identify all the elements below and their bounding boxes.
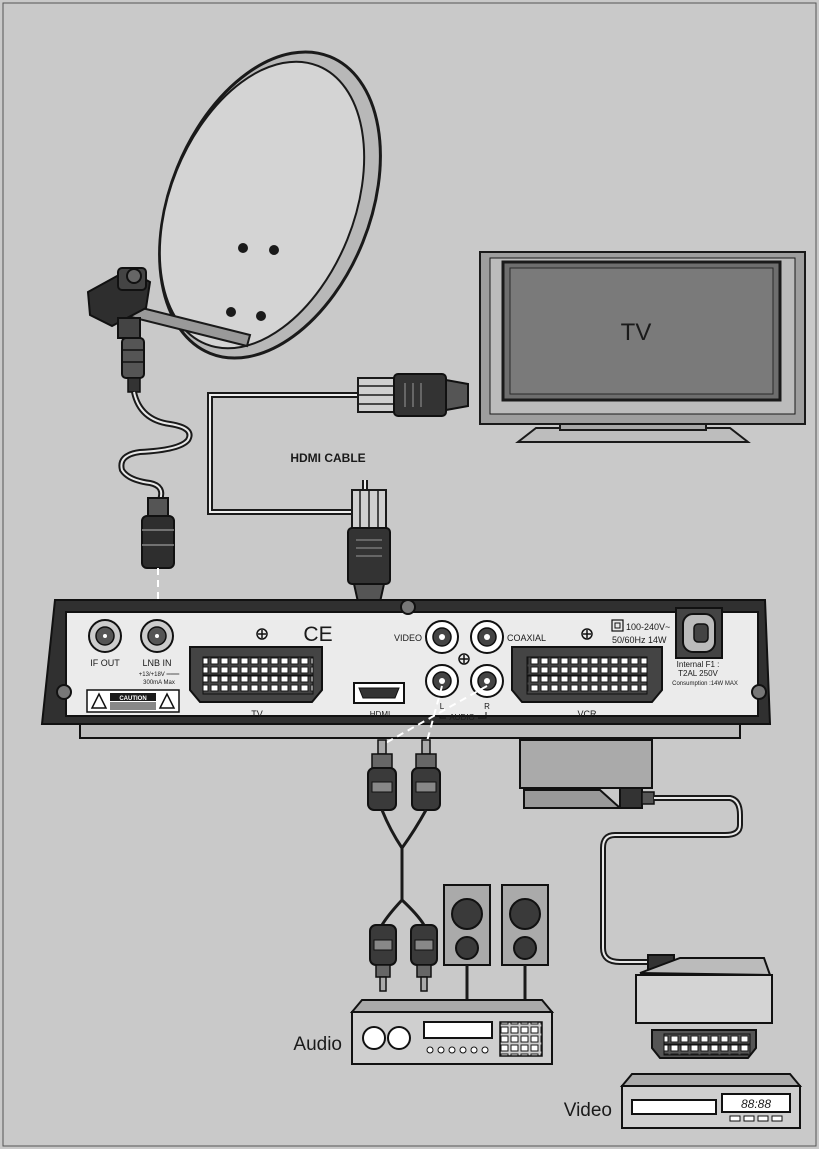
screw-icon (257, 629, 267, 639)
tv-scart-label: TV (251, 709, 263, 719)
tv-scart-port (190, 647, 322, 702)
screw-icon (582, 629, 592, 639)
hdmi-port (354, 683, 404, 703)
lnb-in-label: LNB IN (142, 658, 171, 668)
vcr-device (622, 1074, 800, 1128)
if-out-label: IF OUT (90, 658, 120, 668)
hdmi-port-label: HDMI (370, 710, 390, 719)
scart-plug-vcr-end (636, 955, 772, 1058)
ce-mark: CE (303, 623, 332, 646)
vcr-scart-label: VCR (577, 709, 597, 719)
power-inlet (676, 608, 722, 658)
caution-text: CAUTION (119, 696, 146, 702)
audio-right-label: R (484, 702, 490, 711)
power-rating-label: 50/60Hz 14W (612, 635, 667, 645)
audio-group-label: AUDIO (449, 713, 474, 722)
audio-amplifier (352, 1000, 552, 1064)
lnb-spec-voltage: +13/+18V ═══ (139, 672, 180, 678)
fuse-rating-label: T2AL 250V (678, 669, 718, 678)
if-out-connector (89, 620, 121, 652)
video-rca-jack (426, 621, 458, 653)
speaker-left (444, 885, 490, 965)
fuse-label: Internal F1 : (677, 660, 720, 669)
video-device-label: Video (564, 1100, 612, 1121)
screw-icon (459, 654, 469, 664)
lnb-in-connector (141, 620, 173, 652)
hdmi-cable-label: HDMI CABLE (290, 451, 365, 465)
video-jack-label: VIDEO (394, 633, 422, 643)
hdmi-plug-receiver-end (348, 490, 390, 602)
tv-label: TV (621, 319, 652, 346)
speaker-right (502, 885, 548, 965)
vcr-clock-display: 88:88 (741, 1097, 771, 1111)
coaxial-jack-label: COAXIAL (507, 633, 546, 643)
lnb-spec-current: 300mA Max (143, 680, 175, 686)
vcr-scart-port (512, 647, 662, 702)
television (480, 252, 805, 442)
audio-device-label: Audio (293, 1034, 342, 1055)
power-voltage-label: 100-240V~ (626, 622, 670, 632)
coaxial-rca-jack (471, 621, 503, 653)
audio-left-rca-jack (426, 665, 458, 697)
consumption-label: Consumption :14W MAX (672, 681, 738, 687)
hdmi-plug-tv-end (358, 374, 468, 416)
scart-plug-receiver-end (520, 740, 654, 808)
